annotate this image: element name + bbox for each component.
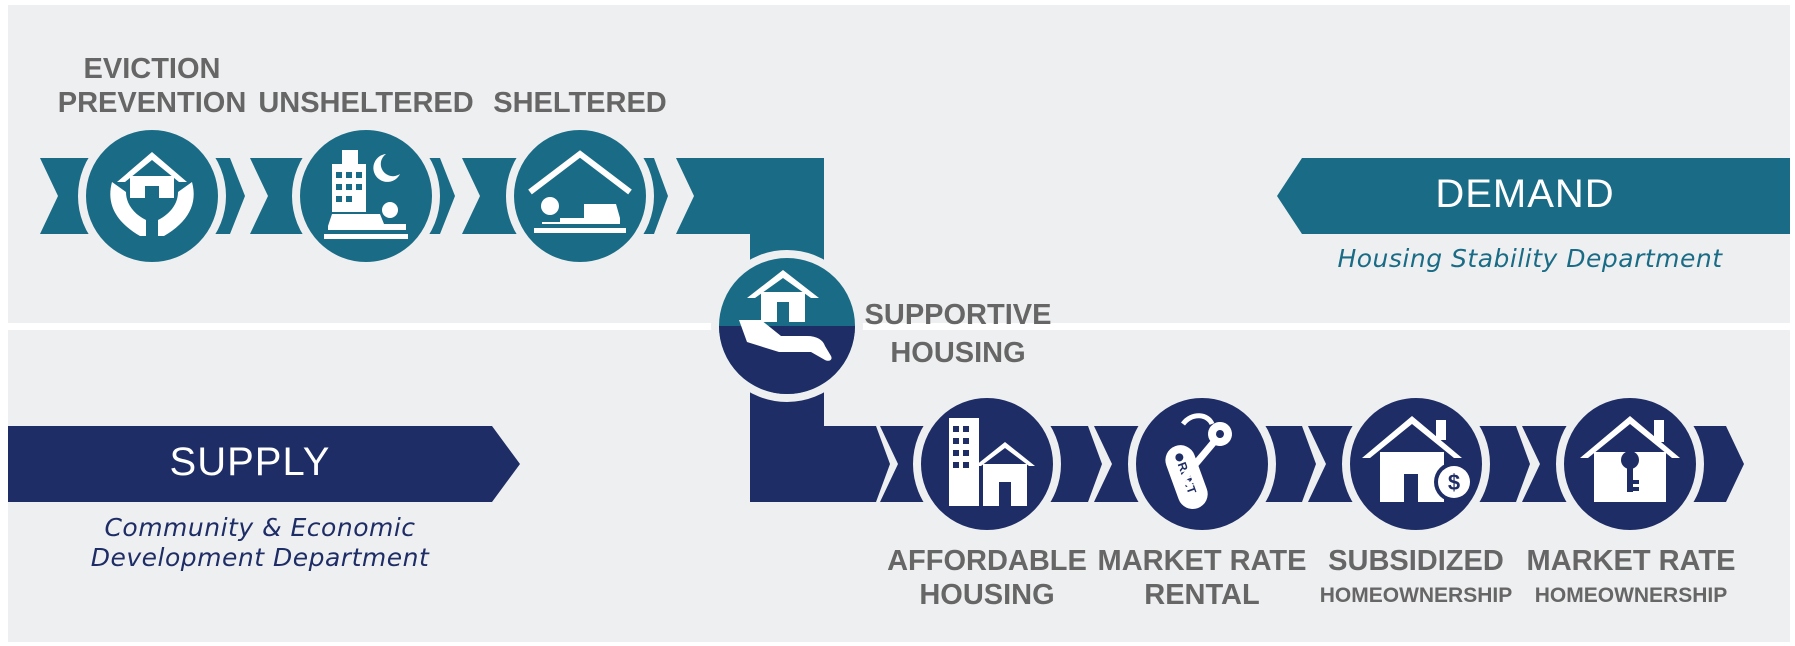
house-dollar-icon: $	[1362, 416, 1474, 502]
city-sleeping-person-icon	[324, 150, 408, 239]
label-rental-line2: RENTAL	[1144, 579, 1260, 612]
label-homeownership-line2: HOMEOWNERSHIP	[1534, 584, 1728, 608]
dollar-sign-glyph: $	[1448, 470, 1460, 495]
supply-department-line1: Community & Economic	[104, 513, 416, 542]
label-unsheltered: UNSHELTERED	[256, 86, 476, 120]
house-in-hands-icon	[110, 152, 194, 236]
supply-department-line2: Development Department	[90, 543, 430, 572]
label-subsidized-line2: HOMEOWNERSHIP	[1319, 584, 1513, 608]
label-market-rate-rental: MARKET RATE RENTAL	[1096, 544, 1308, 612]
label-affordable-line2: HOUSING	[919, 579, 1055, 612]
label-sheltered-line1: SHELTERED	[493, 87, 667, 119]
house-on-hand-icon	[739, 270, 832, 361]
label-eviction-prevention: EVICTION PREVENTION	[52, 52, 252, 120]
roof-sleeping-person-icon	[528, 150, 632, 233]
label-subsidized-homeownership: SUBSIDIZED HOMEOWNERSHIP	[1310, 544, 1522, 609]
subsidized-homeownership-node: $	[1342, 390, 1490, 538]
unsheltered-node	[292, 122, 440, 270]
label-eviction-line2: PREVENTION	[57, 87, 247, 120]
affordable-housing-node	[913, 390, 1061, 538]
label-affordable-line1: AFFORDABLE	[887, 545, 1087, 577]
rent-key-tag-icon: RENT	[1165, 413, 1232, 509]
demand-department: Housing Stability Department	[1300, 244, 1760, 274]
demand-department-text: Housing Stability Department	[1337, 244, 1723, 273]
label-homeownership-line1: MARKET RATE	[1526, 545, 1736, 577]
label-supportive-line1: SUPPORTIVE	[864, 299, 1052, 331]
supply-department: Community & Economic Development Departm…	[50, 513, 470, 573]
label-supportive-housing: SUPPORTIVE HOUSING	[860, 296, 1056, 373]
label-subsidized-line1: SUBSIDIZED	[1328, 545, 1504, 577]
label-eviction-line1: EVICTION	[83, 53, 221, 85]
house-key-icon	[1580, 416, 1680, 502]
label-affordable-housing: AFFORDABLE HOUSING	[882, 544, 1092, 612]
sheltered-node	[506, 122, 654, 270]
demand-title: DEMAND	[1435, 172, 1615, 216]
label-market-rate-homeownership: MARKET RATE HOMEOWNERSHIP	[1526, 544, 1736, 609]
market-rate-homeownership-node	[1556, 390, 1704, 538]
demand-banner	[1277, 158, 1790, 234]
label-rental-line1: MARKET RATE	[1097, 545, 1307, 577]
supply-title: SUPPLY	[169, 440, 331, 484]
supportive-housing-node	[711, 250, 863, 402]
label-unsheltered-line1: UNSHELTERED	[258, 87, 474, 119]
market-rate-rental-node: RENT	[1128, 390, 1276, 538]
buildings-house-icon	[949, 418, 1035, 506]
eviction-prevention-node	[78, 122, 226, 270]
supply-banner	[8, 426, 520, 502]
label-supportive-line2: HOUSING	[890, 337, 1026, 370]
label-sheltered: SHELTERED	[480, 86, 680, 120]
